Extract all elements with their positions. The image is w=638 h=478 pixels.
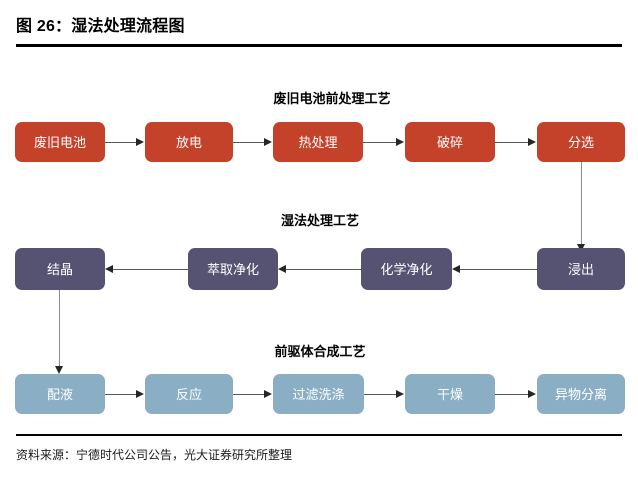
figure-title: 图 26：湿法处理流程图 <box>16 18 185 35</box>
node-precursor-2[interactable]: 反应 <box>145 374 233 414</box>
arrow-left-icon-hydro-1 <box>105 264 113 273</box>
connector-precursor-1-2 <box>105 394 137 395</box>
connector-pretreatment-2-3 <box>233 142 265 143</box>
connector-precursor-3-4 <box>364 394 397 395</box>
arrow-down-icon-jiejing-peiye <box>54 366 63 374</box>
node-pretreatment-5[interactable]: 分选 <box>537 122 625 162</box>
connector-precursor-2-3 <box>233 394 265 395</box>
node-precursor-4[interactable]: 干燥 <box>405 374 495 414</box>
connector-fenxuan-to-jinchu <box>581 162 582 248</box>
node-precursor-1[interactable]: 配液 <box>15 374 105 414</box>
node-pretreatment-2[interactable]: 放电 <box>145 122 233 162</box>
node-hydrometallurgy-4[interactable]: 浸出 <box>537 248 625 290</box>
connector-pretreatment-1-2 <box>105 142 137 143</box>
arrow-right-icon-prec-3 <box>396 389 404 398</box>
node-hydrometallurgy-3[interactable]: 化学净化 <box>361 248 452 290</box>
node-pretreatment-4[interactable]: 破碎 <box>405 122 495 162</box>
arrow-right-icon-prec-4 <box>528 389 536 398</box>
connector-hydro-4-3 <box>460 269 537 270</box>
arrow-right-icon-prec-1 <box>136 389 144 398</box>
node-pretreatment-1[interactable]: 废旧电池 <box>15 122 105 162</box>
connector-pretreatment-3-4 <box>363 142 397 143</box>
node-precursor-3[interactable]: 过滤洗涤 <box>273 374 364 414</box>
arrow-right-icon-pre-2 <box>264 137 272 146</box>
connector-pretreatment-4-5 <box>495 142 529 143</box>
connector-precursor-4-5 <box>495 394 529 395</box>
connector-jiejing-to-peiye <box>59 290 60 370</box>
section-caption-precursor: 前驱体合成工艺 <box>274 344 366 359</box>
arrow-left-icon-hydro-3 <box>452 264 460 273</box>
node-precursor-5[interactable]: 异物分离 <box>537 374 625 414</box>
connector-hydro-2-1 <box>113 269 188 270</box>
arrow-left-icon-hydro-2 <box>278 264 286 273</box>
node-hydrometallurgy-2[interactable]: 萃取净化 <box>188 248 278 290</box>
arrow-right-icon-prec-2 <box>264 389 272 398</box>
arrow-right-icon-pre-1 <box>136 137 144 146</box>
section-caption-hydrometallurgy: 湿法处理工艺 <box>280 213 360 228</box>
node-hydrometallurgy-1[interactable]: 结晶 <box>15 248 105 290</box>
source-note: 资料来源：宁德时代公司公告，光大证券研究所整理 <box>16 448 293 462</box>
connector-hydro-3-2 <box>286 269 361 270</box>
title-divider <box>16 44 622 47</box>
node-pretreatment-3[interactable]: 热处理 <box>273 122 363 162</box>
arrow-right-icon-pre-4 <box>528 137 536 146</box>
arrow-right-icon-pre-3 <box>396 137 404 146</box>
section-caption-pretreatment: 废旧电池前处理工艺 <box>273 91 391 106</box>
footer-divider <box>16 434 622 436</box>
